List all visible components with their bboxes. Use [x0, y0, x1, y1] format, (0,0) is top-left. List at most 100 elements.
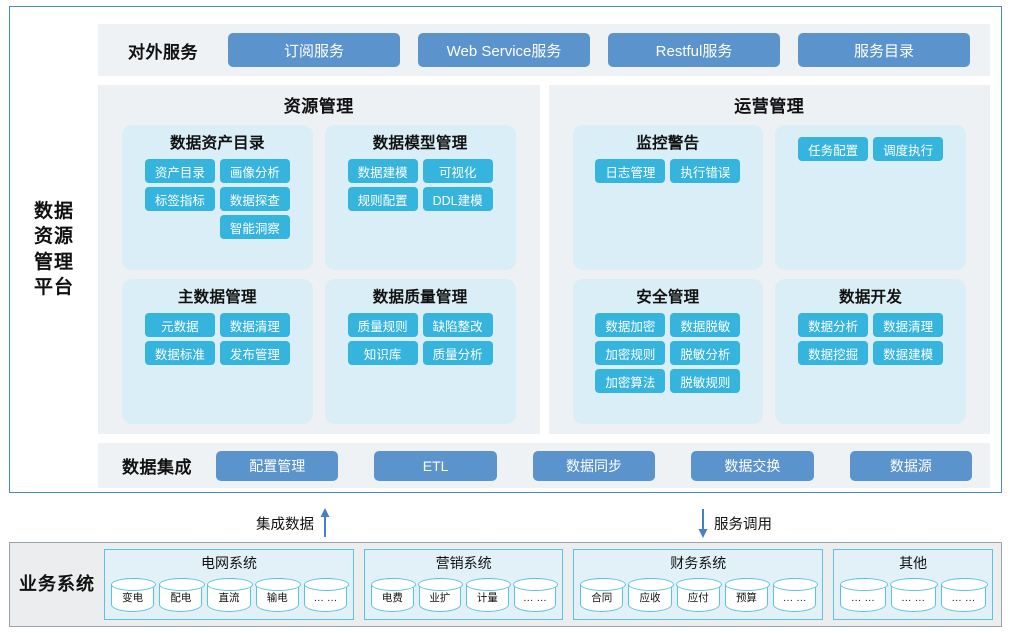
card-security-management[interactable]: 安全管理 数据加密 数据脱敏 加密规则 脱敏分析 加密算法 脱敏规则: [572, 279, 764, 424]
tag-encryption-algorithm[interactable]: 加密算法: [595, 369, 666, 393]
tag-list: 质量规则 缺陷整改 知识库 质量分析: [333, 313, 508, 365]
tag-ddl-modeling[interactable]: DDL建模: [422, 187, 493, 211]
integration-button-data-source[interactable]: 数据源: [849, 450, 973, 481]
cylinder-label: … …: [522, 591, 547, 604]
integration-button-data-sync[interactable]: 数据同步: [532, 450, 656, 481]
database-cylinder-icon[interactable]: 应收: [628, 577, 675, 612]
business-systems-side-label-text: 业务系统: [19, 574, 95, 595]
tag-masking-analysis[interactable]: 脱敏分析: [670, 341, 741, 365]
business-group-finance[interactable]: 财务系统 合同 应收 应付 预算 … …: [573, 549, 824, 620]
tag-data-standard[interactable]: 数据标准: [144, 341, 215, 365]
platform-container: 数据资源管理平台 对外服务 订阅服务 Web Service服务 Restful…: [9, 6, 1002, 493]
database-cylinder-icon[interactable]: … …: [303, 577, 350, 612]
card-monitor-alert[interactable]: 监控警告 日志管理 执行错误: [572, 125, 764, 270]
cylinder-label: 合同: [591, 592, 613, 604]
cylinder-label: 变电: [122, 592, 144, 604]
tag-data-modeling-dev[interactable]: 数据建模: [873, 341, 944, 365]
business-group-power-grid[interactable]: 电网系统 变电 配电 直流 输电 … …: [104, 549, 355, 620]
database-cylinder-icon[interactable]: 直流: [207, 577, 254, 612]
tag-schedule-execution[interactable]: 调度执行: [873, 137, 944, 161]
cylinder-label: 输电: [266, 592, 288, 604]
tag-visualization[interactable]: 可视化: [422, 159, 493, 183]
database-cylinder-icon[interactable]: … …: [890, 577, 939, 612]
card-task-scheduling[interactable]: 任务配置 调度执行: [775, 125, 966, 270]
data-integration-buttons: 配置管理 ETL 数据同步 数据交换 数据源: [216, 450, 990, 481]
resource-cards-grid: 数据资产目录 资产目录 画像分析 标签指标 数据探查 智能洞察 数据模型管理 数…: [108, 125, 530, 424]
database-cylinder-icon[interactable]: 预算: [724, 577, 771, 612]
tag-log-management[interactable]: 日志管理: [595, 159, 666, 183]
cylinder-label: 电费: [381, 592, 403, 604]
database-cylinder-icon[interactable]: 变电: [110, 577, 157, 612]
integration-button-config[interactable]: 配置管理: [216, 450, 339, 481]
card-title: 数据模型管理: [372, 135, 468, 152]
business-groups: 电网系统 变电 配电 直流 输电 … … 营销系统 电费 业扩 计量 … … 财…: [104, 549, 993, 620]
operation-cards-grid: 监控警告 日志管理 执行错误 任务配置 调度执行 安全管理: [559, 125, 981, 424]
database-cylinder-icon[interactable]: 计量: [465, 577, 511, 612]
tag-data-analysis[interactable]: 数据分析: [798, 313, 869, 337]
cylinder-label: … …: [850, 591, 875, 604]
tag-data-cleaning-dev[interactable]: 数据清理: [873, 313, 944, 337]
database-cylinder-icon[interactable]: … …: [513, 577, 558, 612]
card-master-data-management[interactable]: 主数据管理 元数据 数据清理 数据标准 发布管理: [122, 279, 313, 424]
tag-portrait-analysis[interactable]: 画像分析: [219, 159, 290, 183]
card-data-development[interactable]: 数据开发 数据分析 数据清理 数据挖掘 数据建模: [775, 279, 966, 424]
card-data-quality-management[interactable]: 数据质量管理 质量规则 缺陷整改 知识库 质量分析: [324, 279, 516, 424]
cylinder-label: … …: [901, 591, 926, 604]
database-cylinder-icon[interactable]: 输电: [255, 577, 302, 612]
tag-asset-catalog[interactable]: 资产目录: [144, 159, 215, 183]
tag-metadata[interactable]: 元数据: [144, 313, 215, 337]
tag-publish-management[interactable]: 发布管理: [219, 341, 290, 365]
tag-data-masking[interactable]: 数据脱敏: [670, 313, 741, 337]
database-cylinder-icon[interactable]: … …: [772, 577, 819, 612]
database-cylinder-icon[interactable]: … …: [940, 577, 989, 612]
tag-defect-rectification[interactable]: 缺陷整改: [422, 313, 493, 337]
database-cylinder-icon[interactable]: 配电: [159, 577, 205, 612]
service-button-webservice[interactable]: Web Service服务: [418, 33, 590, 67]
database-cylinder-icon[interactable]: … …: [840, 577, 888, 612]
card-title: 数据开发: [839, 289, 903, 306]
group-title: 营销系统: [435, 555, 492, 571]
card-title: 数据资产目录: [169, 135, 265, 152]
group-title: 财务系统: [670, 555, 727, 571]
tag-data-modeling[interactable]: 数据建模: [347, 159, 418, 183]
tag-quality-analysis[interactable]: 质量分析: [422, 341, 493, 365]
tag-task-config[interactable]: 任务配置: [798, 137, 869, 161]
tag-data-mining[interactable]: 数据挖掘: [798, 341, 869, 365]
cylinder-label: 直流: [218, 592, 240, 604]
service-button-restful[interactable]: Restful服务: [608, 33, 780, 67]
tag-masking-rule[interactable]: 脱敏规则: [670, 369, 741, 393]
group-title: 其他: [899, 555, 928, 571]
tag-list: 资产目录 画像分析 标签指标 数据探查 智能洞察: [130, 159, 305, 239]
tag-encryption-rule[interactable]: 加密规则: [595, 341, 666, 365]
card-title: 安全管理: [636, 289, 700, 306]
tag-smart-insight[interactable]: 智能洞察: [219, 215, 290, 239]
tag-quality-rule[interactable]: 质量规则: [347, 313, 418, 337]
service-button-subscription[interactable]: 订阅服务: [228, 33, 400, 67]
tag-execution-error[interactable]: 执行错误: [670, 159, 741, 183]
tag-data-encryption[interactable]: 数据加密: [595, 313, 666, 337]
tag-data-cleaning[interactable]: 数据清理: [219, 313, 290, 337]
integration-button-etl[interactable]: ETL: [374, 450, 497, 481]
tag-list: 日志管理 执行错误: [581, 159, 756, 183]
database-cylinder-icon[interactable]: 应付: [676, 577, 723, 612]
integration-button-data-exchange[interactable]: 数据交换: [691, 450, 814, 481]
tag-knowledge-base[interactable]: 知识库: [347, 341, 418, 365]
tag-label-indicator[interactable]: 标签指标: [144, 187, 215, 211]
card-data-asset-catalog[interactable]: 数据资产目录 资产目录 画像分析 标签指标 数据探查 智能洞察: [122, 125, 313, 270]
tag-data-exploration[interactable]: 数据探查: [219, 187, 290, 211]
business-group-marketing[interactable]: 营销系统 电费 业扩 计量 … …: [364, 549, 564, 620]
card-title: 数据质量管理: [372, 289, 468, 306]
tag-rule-config[interactable]: 规则配置: [347, 187, 418, 211]
card-data-model-management[interactable]: 数据模型管理 数据建模 可视化 规则配置 DDL建模: [324, 125, 516, 270]
database-cylinder-icon[interactable]: 业扩: [418, 577, 463, 612]
cylinder-label: 应收: [639, 592, 661, 604]
business-group-other[interactable]: 其他 … … … … … …: [833, 549, 993, 620]
external-services-strip: 对外服务 订阅服务 Web Service服务 Restful服务 服务目录: [98, 24, 990, 76]
cylinder-row: 电费 业扩 计量 … …: [370, 575, 558, 615]
service-button-catalog[interactable]: 服务目录: [798, 33, 970, 67]
tag-list: 任务配置 调度执行: [783, 137, 958, 161]
cylinder-label: 配电: [170, 592, 192, 604]
database-cylinder-icon[interactable]: 合同: [579, 577, 626, 612]
database-cylinder-icon[interactable]: 电费: [370, 577, 416, 612]
flow-integrate-data: 集成数据: [256, 508, 331, 538]
